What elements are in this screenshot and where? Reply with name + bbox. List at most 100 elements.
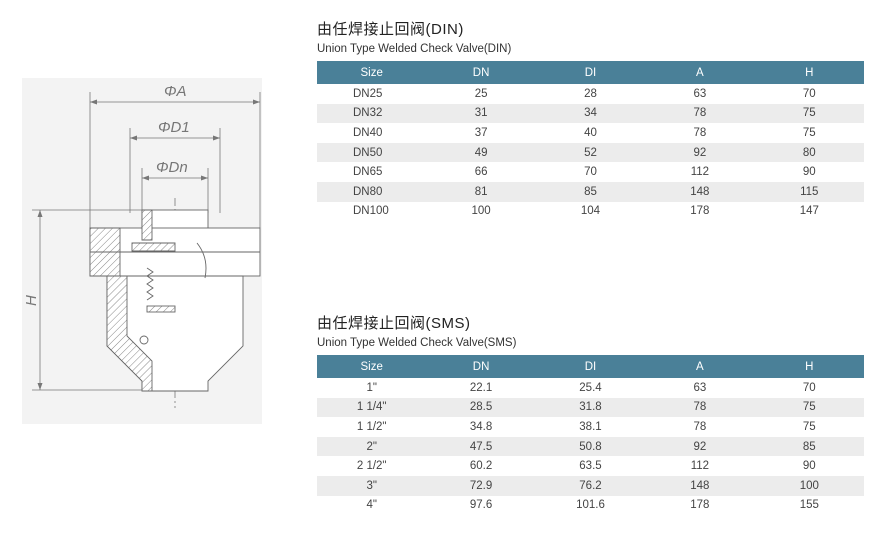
cell-di: 85 [535,181,646,202]
cell-h: 100 [754,475,864,496]
cell-dn: 34.8 [469,420,493,433]
sms-subtitle: Union Type Welded Check Valve(SMS) [317,337,517,349]
cell-size: 4" [366,499,377,512]
cell-a: 78 [693,420,707,433]
cell-size: 3" [317,475,427,496]
cell-di: 52 [535,142,646,163]
din-title: 由任焊接止回阀(DIN) [317,21,464,38]
table-row: 1 1/2" 34.8 38.1 78 75 [317,417,864,437]
sms-section: 由任焊接止回阀(SMS) Union Type Welded Check Val… [317,313,864,515]
cell-di: 63.5 [579,460,602,473]
cell-a: 148 [645,475,755,496]
cell-a: 92 [645,436,755,457]
cell-size: 1 1/2" [356,420,387,433]
cell-dn: 37 [474,126,488,139]
dimension-label-d1: ΦD1 [158,119,190,136]
dimension-label-h: H [23,295,40,306]
valve-drawing: ΦA ΦD1 ΦDn H [22,78,262,424]
cell-di: 25.4 [579,381,602,394]
cell-dn: 47.5 [426,436,536,457]
cell-di: 101.6 [576,499,605,512]
cell-h: 115 [754,181,864,202]
valve-cross-section-diagram: ΦA ΦD1 ΦDn H [23,83,261,408]
cell-size: 2 1/2" [356,460,387,473]
cell-a: 78 [645,103,755,124]
cell-a: 112 [690,166,710,179]
cell-a: 78 [693,126,707,139]
cell-a: 148 [645,181,755,202]
cell-size: 1 1/4" [317,397,427,418]
cell-h: 90 [802,460,816,473]
cell-dn: 25 [474,87,488,100]
cell-dn: 31 [426,103,536,124]
cell-size: DN65 [353,166,383,179]
dimension-label-a: ΦA [164,83,187,100]
col-header-h: H [754,355,864,378]
cell-di: 31.8 [535,397,646,418]
cell-di: 38.1 [579,420,602,433]
cell-a: 63 [693,87,707,100]
cell-dn: 66 [474,166,488,179]
cell-size: 1" [366,381,377,394]
cell-h: 85 [754,436,864,457]
cell-dn: 81 [426,181,536,202]
cell-a: 178 [690,205,710,218]
cell-h: 70 [802,87,816,100]
cell-h: 75 [754,103,864,124]
cell-size: DN32 [317,103,427,124]
cell-size: DN100 [353,205,389,218]
cell-h: 90 [802,166,816,179]
din-subtitle: Union Type Welded Check Valve(DIN) [317,43,512,55]
cell-di: 70 [584,166,597,179]
table-row: DN65 66 70 112 90 [317,162,864,182]
cell-a: 92 [645,142,755,163]
cell-di: 28 [584,87,597,100]
col-header-di: DI [535,61,646,84]
cell-di: 40 [584,126,597,139]
table-row: DN40 37 40 78 75 [317,123,864,143]
cell-size: 2" [317,436,427,457]
cell-h: 75 [802,126,816,139]
din-section: 由任焊接止回阀(DIN) Union Type Welded Check Val… [317,19,864,221]
cell-h: 70 [802,381,816,394]
cell-size: DN40 [353,126,383,139]
cell-dn: 97.6 [469,499,493,512]
dimension-label-dn: ΦDn [156,159,188,176]
cell-a: 63 [693,381,707,394]
cell-dn: 100 [471,205,491,218]
cell-h: 80 [754,142,864,163]
cell-a: 78 [645,397,755,418]
cell-di: 104 [580,205,601,218]
table-row: DN100 100 104 178 147 [317,202,864,222]
col-header-size: Size [317,61,427,84]
col-header-a: A [645,61,755,84]
cell-di: 76.2 [535,475,646,496]
sms-title: 由任焊接止回阀(SMS) [317,315,471,332]
cell-dn: 72.9 [426,475,536,496]
col-header-dn: DN [426,355,536,378]
cell-a: 178 [690,499,710,512]
cell-size: DN25 [353,87,383,100]
cell-h: 147 [799,205,819,218]
table-header-row: Size DN DI A H [317,355,864,378]
table-row: 4" 97.6 101.6 178 155 [317,496,864,516]
cell-h: 155 [799,499,819,512]
cell-h: 75 [802,420,816,433]
cell-size: DN50 [317,142,427,163]
cell-di: 50.8 [535,436,646,457]
table-row: DN25 25 28 63 70 [317,84,864,104]
cell-dn: 60.2 [469,460,493,473]
table-header-row: Size DN DI A H [317,61,864,84]
cell-size: DN80 [317,181,427,202]
col-header-h: H [754,61,864,84]
